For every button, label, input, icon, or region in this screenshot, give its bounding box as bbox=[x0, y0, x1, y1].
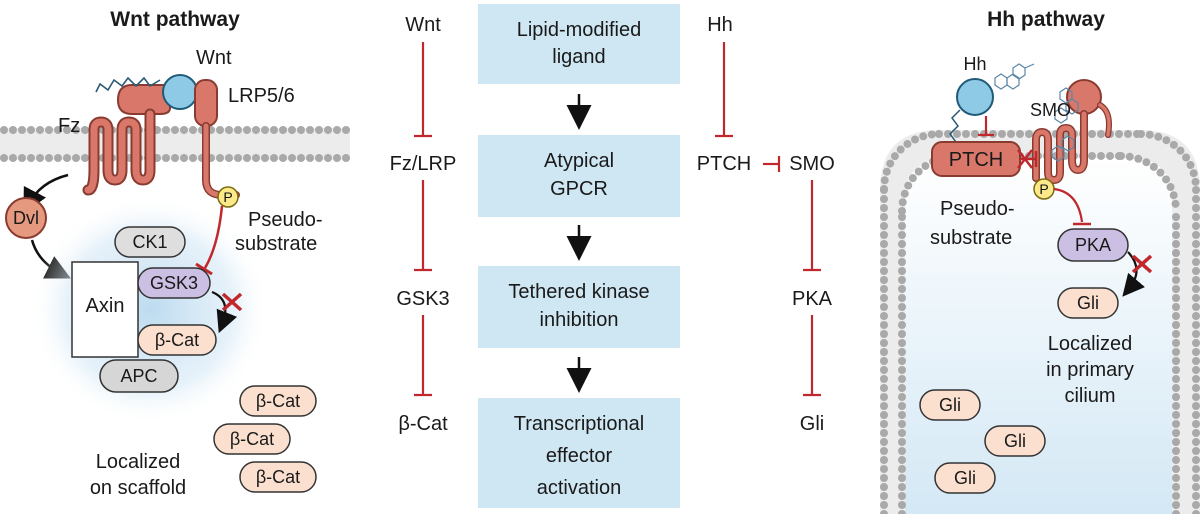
hh-panel: Hh pathway SMO bbox=[880, 8, 1200, 514]
chain-hh: Hh bbox=[707, 14, 733, 36]
wnt-lipid-tail bbox=[95, 76, 161, 93]
smo-label: SMO bbox=[1030, 100, 1071, 120]
gli-cilium-protein bbox=[1057, 287, 1119, 319]
axin-scaffold bbox=[71, 261, 139, 358]
free-bcat-2: β-Cat bbox=[230, 429, 274, 449]
lrp-label: LRP5/6 bbox=[228, 85, 295, 107]
ptch-label: PTCH bbox=[949, 149, 1003, 171]
gsk3-label: GSK3 bbox=[150, 273, 198, 293]
chain-bcat: β-Cat bbox=[398, 413, 448, 435]
free-gli-1: Gli bbox=[939, 395, 961, 415]
box3-line1: Tethered kinase bbox=[508, 281, 649, 303]
box4-line3: activation bbox=[537, 477, 622, 499]
center-panel: Lipid-modified ligand Atypical GPCR Teth… bbox=[390, 4, 835, 508]
hh-localized-line1: Localized bbox=[1048, 333, 1133, 355]
box4-line1: Transcriptional bbox=[514, 413, 644, 435]
chain-pka: PKA bbox=[792, 288, 833, 310]
wnt-localized-line2: on scaffold bbox=[90, 477, 186, 499]
apc-label: APC bbox=[120, 366, 157, 386]
scaffold-halo bbox=[30, 195, 270, 425]
wnt-ligand bbox=[162, 74, 198, 110]
bcat-scaffold-protein bbox=[137, 324, 217, 356]
wnt-phospho bbox=[217, 186, 239, 208]
chain-ptch: PTCH bbox=[697, 153, 751, 175]
dvl-protein: Dvl bbox=[5, 173, 69, 239]
ptch-smo-block bbox=[1017, 149, 1038, 169]
box1-line1: Lipid-modified bbox=[517, 19, 642, 41]
box3-line2: inhibition bbox=[540, 309, 619, 331]
right-chain-inhibitions bbox=[715, 42, 821, 397]
chain-gsk3: GSK3 bbox=[396, 288, 449, 310]
bcat-scaffold-label: β-Cat bbox=[155, 330, 199, 350]
hh-localized-line2: in primary bbox=[1046, 359, 1134, 381]
hh-localized-line3: cilium bbox=[1064, 385, 1115, 407]
pka-protein bbox=[1057, 228, 1129, 262]
fz-receptor bbox=[82, 84, 171, 196]
step-box-2: Atypical GPCR bbox=[478, 135, 680, 217]
left-chain-inhibitions bbox=[414, 42, 432, 397]
fz-label: Fz bbox=[58, 115, 80, 137]
free-bcat-3: β-Cat bbox=[256, 467, 300, 487]
chain-gli: Gli bbox=[800, 413, 824, 435]
hh-ligand bbox=[947, 63, 1035, 161]
step-box-4: Transcriptional effector activation bbox=[478, 398, 680, 508]
step-box-1: Lipid-modified ligand bbox=[478, 4, 680, 84]
wnt-membrane bbox=[0, 126, 350, 162]
apc-protein bbox=[99, 359, 179, 393]
free-gli-2: Gli bbox=[1004, 431, 1026, 451]
wnt-pseudo-inhibit bbox=[203, 205, 224, 269]
smo-receptor bbox=[1032, 79, 1112, 185]
chain-wnt: Wnt bbox=[405, 14, 441, 36]
step-box-3: Tethered kinase inhibition bbox=[478, 266, 680, 348]
hh-title: Hh pathway bbox=[987, 8, 1105, 31]
wnt-phospho-label: P bbox=[223, 189, 232, 205]
wnt-localized-line1: Localized bbox=[96, 451, 181, 473]
box4-line2: effector bbox=[546, 445, 613, 467]
hh-phospho-label: P bbox=[1039, 181, 1048, 197]
hh-to-ptch-inhibit bbox=[978, 116, 994, 137]
wnt-ligand-label: Wnt bbox=[196, 47, 232, 69]
wnt-pseudo-line2: substrate bbox=[235, 233, 317, 255]
free-bcat-group: β-Cat β-Cat β-Cat bbox=[213, 385, 317, 493]
gli-cilium-label: Gli bbox=[1077, 293, 1099, 313]
free-gli-group: Gli Gli Gli bbox=[919, 389, 1046, 494]
free-gli-3: Gli bbox=[954, 468, 976, 488]
pka-label: PKA bbox=[1075, 235, 1111, 255]
gsk3-to-bcat-arrow bbox=[211, 290, 238, 334]
ck1-label: CK1 bbox=[132, 232, 167, 252]
wnt-block-x bbox=[221, 292, 243, 312]
hh-ligand-label: Hh bbox=[963, 54, 986, 74]
hh-block-x bbox=[1131, 254, 1153, 274]
ck1-protein bbox=[114, 226, 186, 258]
chain-fzlrp: Fz/LRP bbox=[390, 153, 457, 175]
box2-line2: GPCR bbox=[550, 178, 608, 200]
free-bcat-1: β-Cat bbox=[256, 391, 300, 411]
wnt-title: Wnt pathway bbox=[110, 8, 240, 31]
wnt-panel: Wnt pathway Fz Wnt LRP5/6 Dvl bbox=[0, 8, 350, 499]
dvl-label: Dvl bbox=[13, 208, 39, 228]
box1-line2: ligand bbox=[552, 46, 605, 68]
chain-smo: SMO bbox=[789, 153, 835, 175]
hh-pseudo-line1: Pseudo- bbox=[940, 198, 1015, 220]
wnt-pseudo-line1: Pseudo- bbox=[248, 209, 323, 231]
hh-pseudo-line2: substrate bbox=[930, 227, 1012, 249]
axin-label: Axin bbox=[86, 295, 125, 317]
box2-line1: Atypical bbox=[544, 150, 614, 172]
hh-pseudo-inhibit bbox=[1053, 187, 1084, 223]
gsk3-protein bbox=[137, 267, 211, 299]
